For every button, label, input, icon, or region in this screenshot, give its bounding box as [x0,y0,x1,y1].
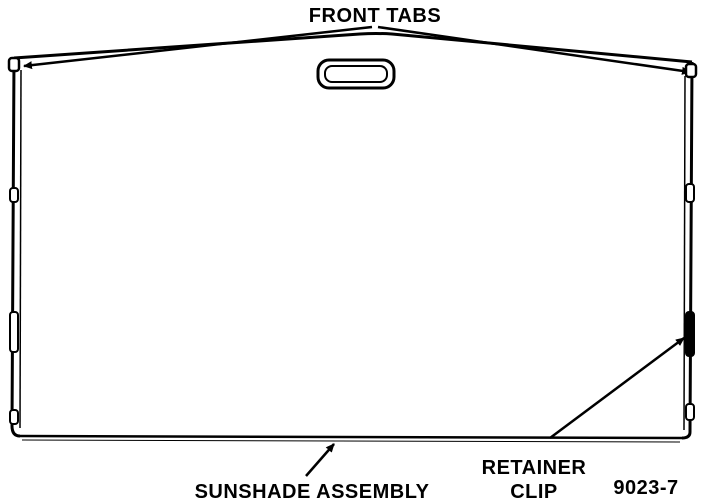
left-retainer-3 [9,409,19,425]
front-tabs-leader-right [377,25,691,75]
panel-left-edge-inner [19,69,22,429]
retainer-clip-label-line2: CLIP [510,481,558,503]
retainer-clip-leader [549,336,685,440]
right-retainer-3 [685,403,695,421]
sunshade-assembly-leader [305,443,335,477]
front-tab-right [684,62,698,79]
panel-bottom-edge-shadow [21,439,681,443]
left-retainer-1 [9,187,19,203]
left-retainers [9,187,19,425]
panel-left-edge [10,57,21,438]
panel-top-edge [13,32,693,64]
retainer-clip-label-line1: RETAINER [482,457,587,479]
sunshade-panel [10,32,694,443]
panel-right-edge [681,61,694,440]
pull-handle [316,58,396,90]
front-tab-left [7,56,21,73]
left-retainer-2 [9,311,19,353]
right-retainers [685,183,695,421]
front-tabs [7,56,698,79]
panel-right-edge-inner [683,75,686,431]
figure-number: 9023-7 [613,477,678,499]
pull-handle-inner [324,65,388,83]
right-retainer-1 [685,183,695,203]
front-tabs-label: FRONT TABS [309,5,441,27]
sunshade-assembly-label: SUNSHADE ASSEMBLY [195,481,430,503]
right-retainer-2 [685,311,695,357]
panel-bottom-edge [19,434,683,440]
pull-handle-outer [316,58,396,90]
